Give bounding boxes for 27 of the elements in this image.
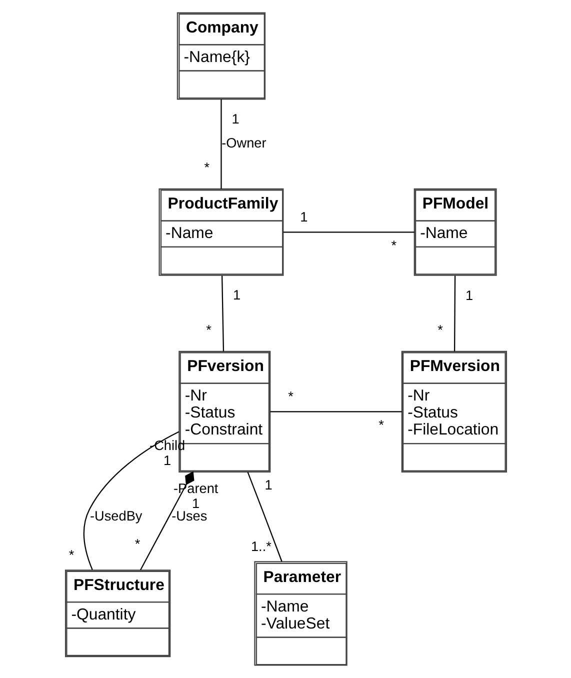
edge-label: -UsedBy [89,508,142,524]
label: * [437,322,443,338]
connector [220,99,222,189]
label: * [390,238,396,254]
label: 1 [232,288,240,302]
connector [82,431,179,570]
label: 1 [464,288,473,303]
label: 1 [192,496,200,511]
label: * [288,388,293,404]
label: * [204,160,210,175]
label: 1 [264,478,272,493]
connector [220,276,224,352]
connector [453,276,456,352]
edge-label: -Uses [171,508,207,524]
connector [139,471,194,570]
connector [246,472,282,562]
edge-label: -Owner [221,136,266,151]
connector [282,232,414,233]
label: * [378,418,384,433]
label: 1 [231,111,239,126]
label: 1 [163,452,171,468]
label: 1 [300,209,308,224]
connector [270,411,402,412]
label: * [68,548,74,563]
label: * [206,322,211,338]
label: * [134,536,140,552]
label: 1..* [250,538,271,554]
